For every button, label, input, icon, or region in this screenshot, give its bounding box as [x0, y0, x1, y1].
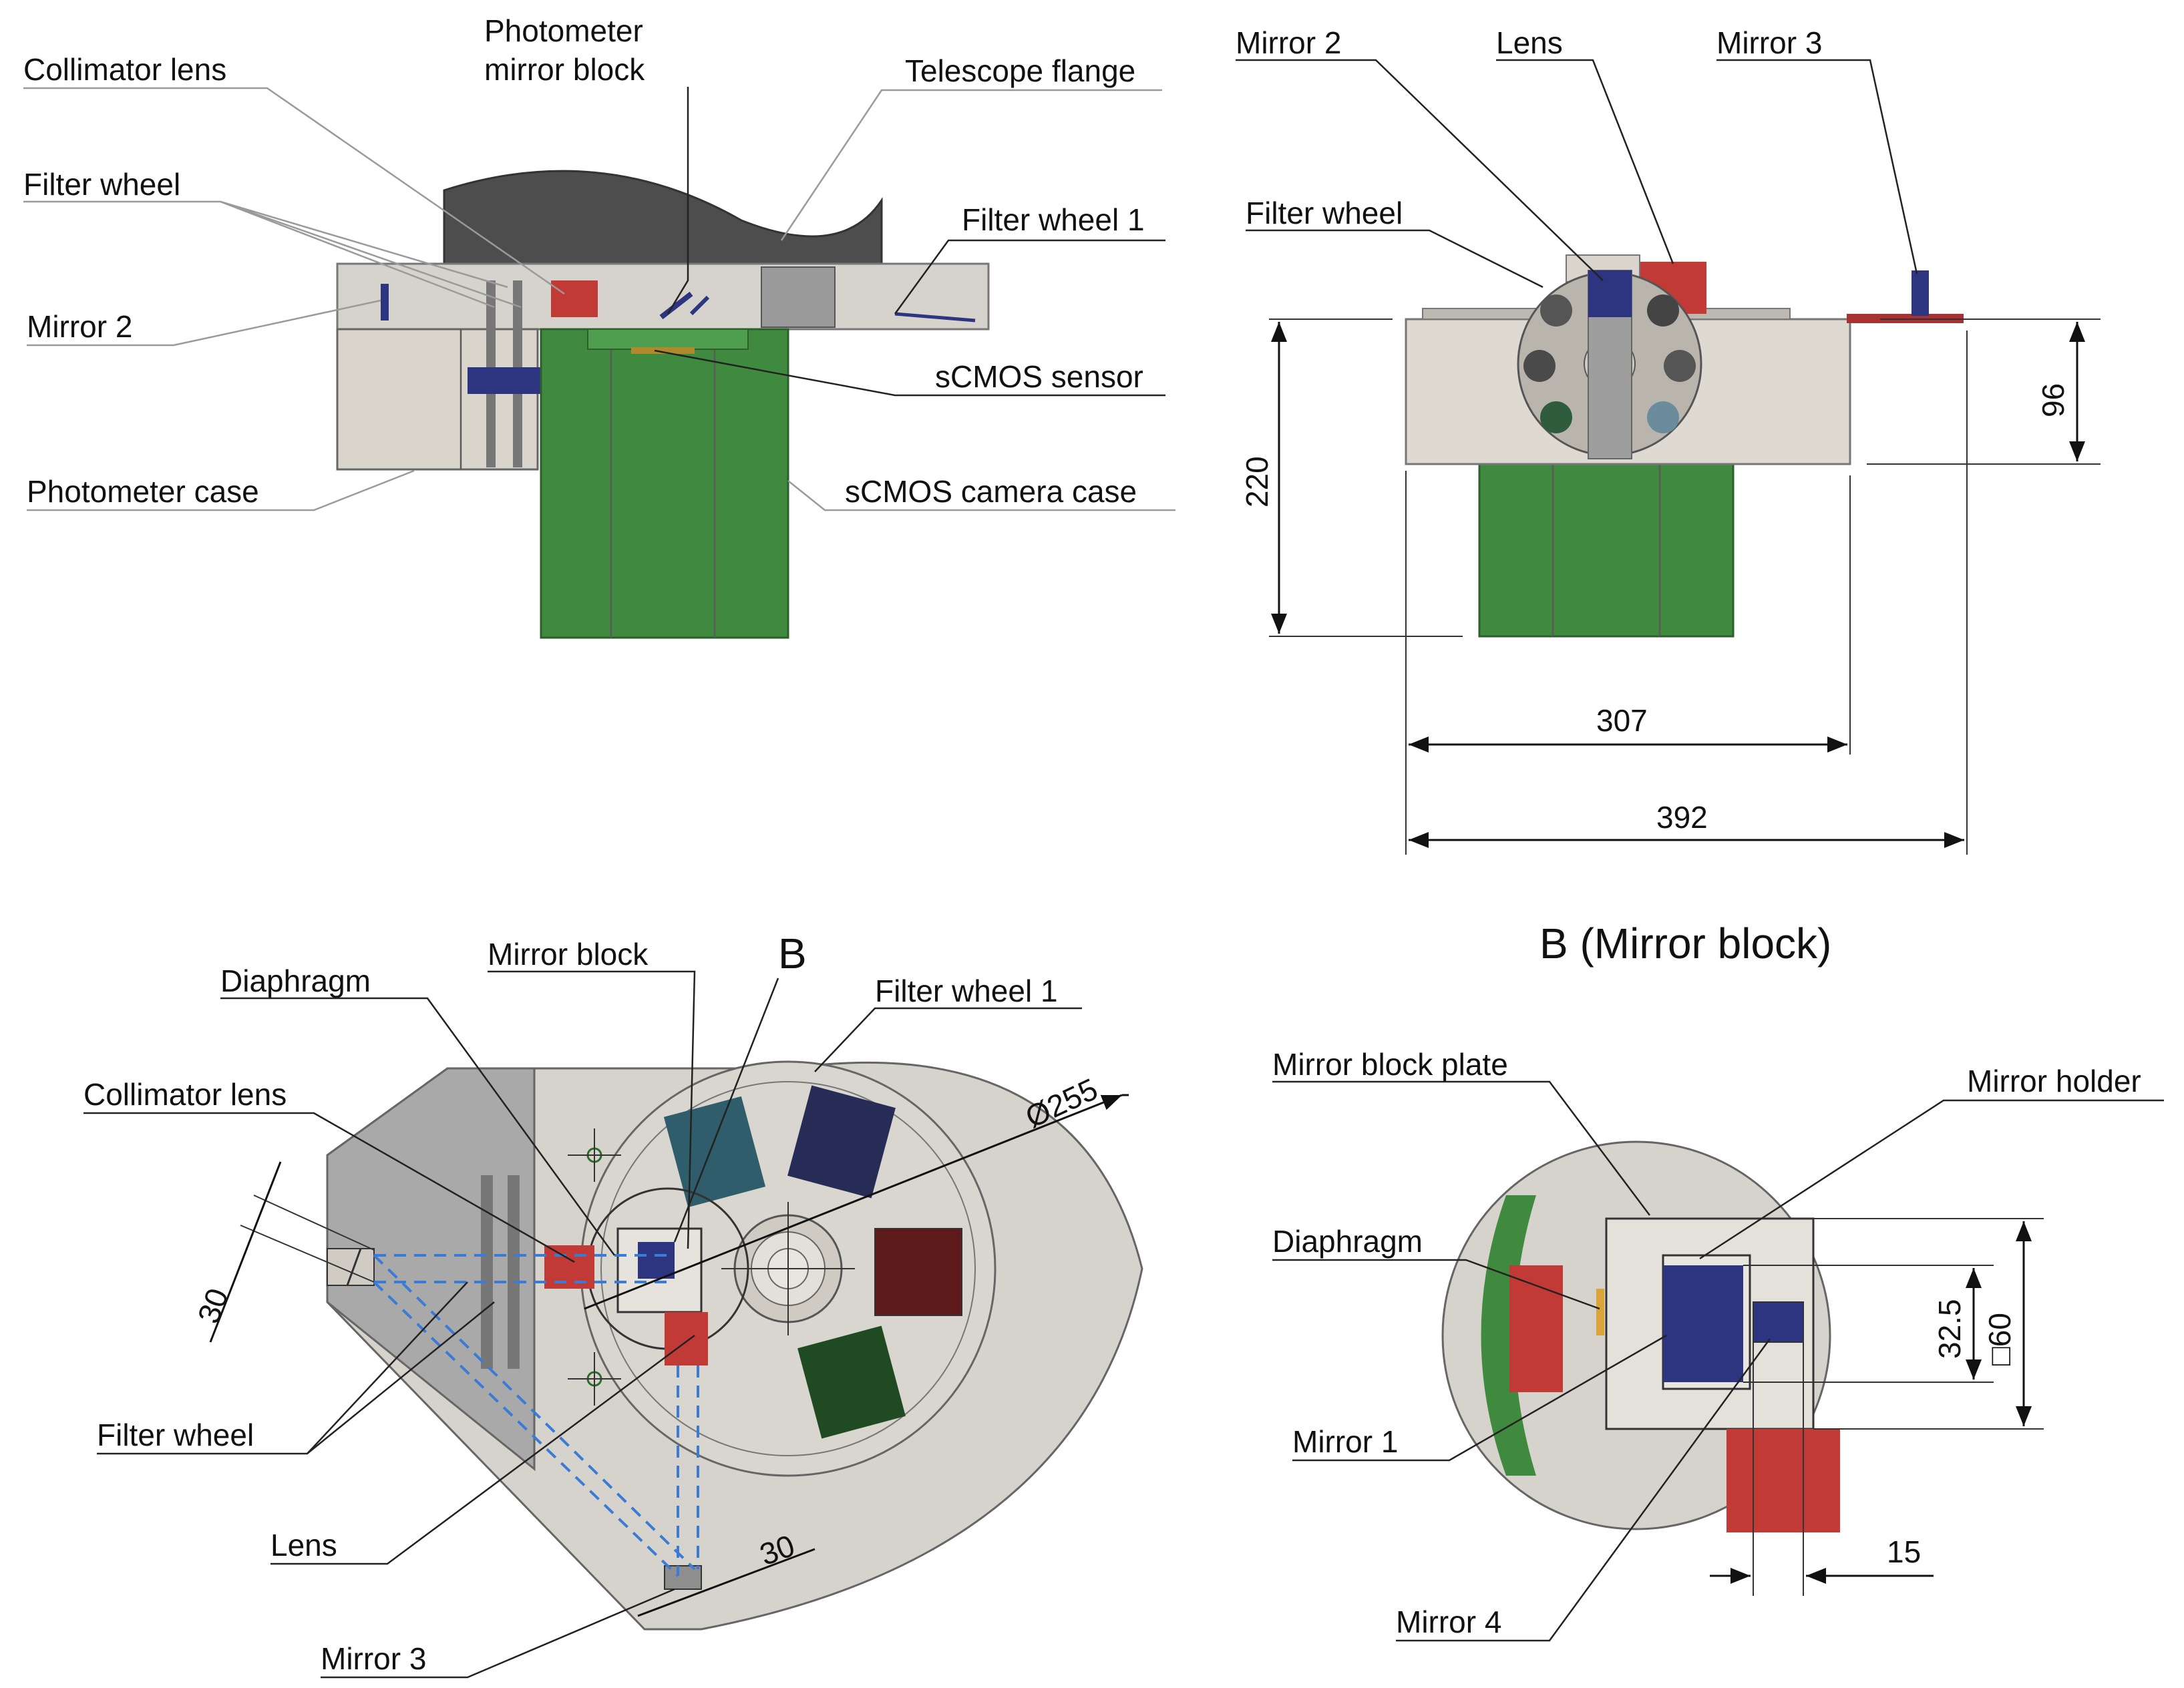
top-label-diaphragm: Diaphragm — [220, 964, 371, 998]
label-mirror-2: Mirror 2 — [27, 309, 132, 344]
mirror-2-shape — [381, 284, 389, 321]
top-label-mirror-3: Mirror 3 — [321, 1641, 426, 1676]
top-label-filter-wheel-1: Filter wheel 1 — [875, 974, 1058, 1008]
scmos-sensor-shape — [631, 347, 695, 354]
front-mirror-3-shape — [1912, 270, 1929, 316]
front-label-filter-wheel: Filter wheel — [1246, 196, 1403, 230]
top-label-collimator-lens: Collimator lens — [83, 1077, 287, 1112]
detail-mirror-1-shape — [1663, 1265, 1743, 1382]
label-collimator-lens: Collimator lens — [23, 52, 226, 87]
label-scmos-camera-case: sCMOS camera case — [845, 474, 1137, 509]
top-collimator-lens-shape — [544, 1245, 594, 1289]
front-label-mirror-3: Mirror 3 — [1716, 25, 1822, 60]
label-filter-wheel-1: Filter wheel 1 — [962, 202, 1145, 237]
top-view: 30 30 Ø255 Diaphragm Mirror block B Filt… — [83, 929, 1143, 1679]
top-mirror-3-shape — [664, 1565, 702, 1590]
collimator-lens-shape — [551, 280, 598, 317]
telescope-flange-shape — [443, 170, 883, 265]
dim-220: 220 — [1240, 456, 1274, 507]
detail-label-mirror-1: Mirror 1 — [1292, 1424, 1398, 1459]
dim-32-5: 32.5 — [1932, 1299, 1967, 1359]
detail-label-mirror-holder: Mirror holder — [1967, 1064, 2141, 1098]
dim-square-60: □60 — [1982, 1313, 2017, 1365]
front-mirror-2-shape — [1588, 270, 1632, 317]
top-label-lens: Lens — [270, 1528, 337, 1562]
top-label-filter-wheel: Filter wheel — [97, 1418, 254, 1452]
dim-15: 15 — [1887, 1534, 1921, 1569]
dim-392: 392 — [1656, 800, 1708, 835]
detail-b-title: B (Mirror block) — [1539, 919, 1831, 968]
front-view: 220 96 307 392 Mirror 2 Lens Mirror 3 Fi… — [1236, 25, 2101, 855]
top-label-b-marker: B — [778, 929, 807, 978]
label-telescope-flange: Telescope flange — [905, 53, 1135, 88]
top-plate — [336, 262, 990, 331]
top-label-mirror-block: Mirror block — [488, 937, 649, 972]
detail-diaphragm-shape — [1596, 1289, 1604, 1335]
detail-mirror-4-shape — [1753, 1301, 1804, 1343]
detail-b-view: B (Mirror block) 32.5 □60 15 Mirror bloc… — [1272, 919, 2164, 1642]
scmos-camera-case-shape — [540, 328, 789, 639]
top-lens-shape — [665, 1312, 708, 1365]
detail-label-diaphragm: Diaphragm — [1272, 1224, 1423, 1259]
label-scmos-sensor: sCMOS sensor — [935, 359, 1143, 394]
front-label-lens: Lens — [1496, 25, 1563, 60]
dim-307: 307 — [1596, 703, 1648, 738]
front-label-mirror-2: Mirror 2 — [1236, 25, 1341, 60]
dim-96: 96 — [2036, 383, 2070, 417]
dim-left-30: 30 — [191, 1284, 235, 1328]
photometer-case-shape — [336, 328, 539, 471]
detail-label-mirror-block-plate: Mirror block plate — [1272, 1047, 1508, 1082]
label-photometer-case: Photometer case — [27, 474, 259, 509]
detail-label-mirror-4: Mirror 4 — [1396, 1605, 1501, 1639]
front-camera-shape — [1478, 463, 1735, 638]
label-filter-wheel: Filter wheel — [23, 167, 180, 202]
